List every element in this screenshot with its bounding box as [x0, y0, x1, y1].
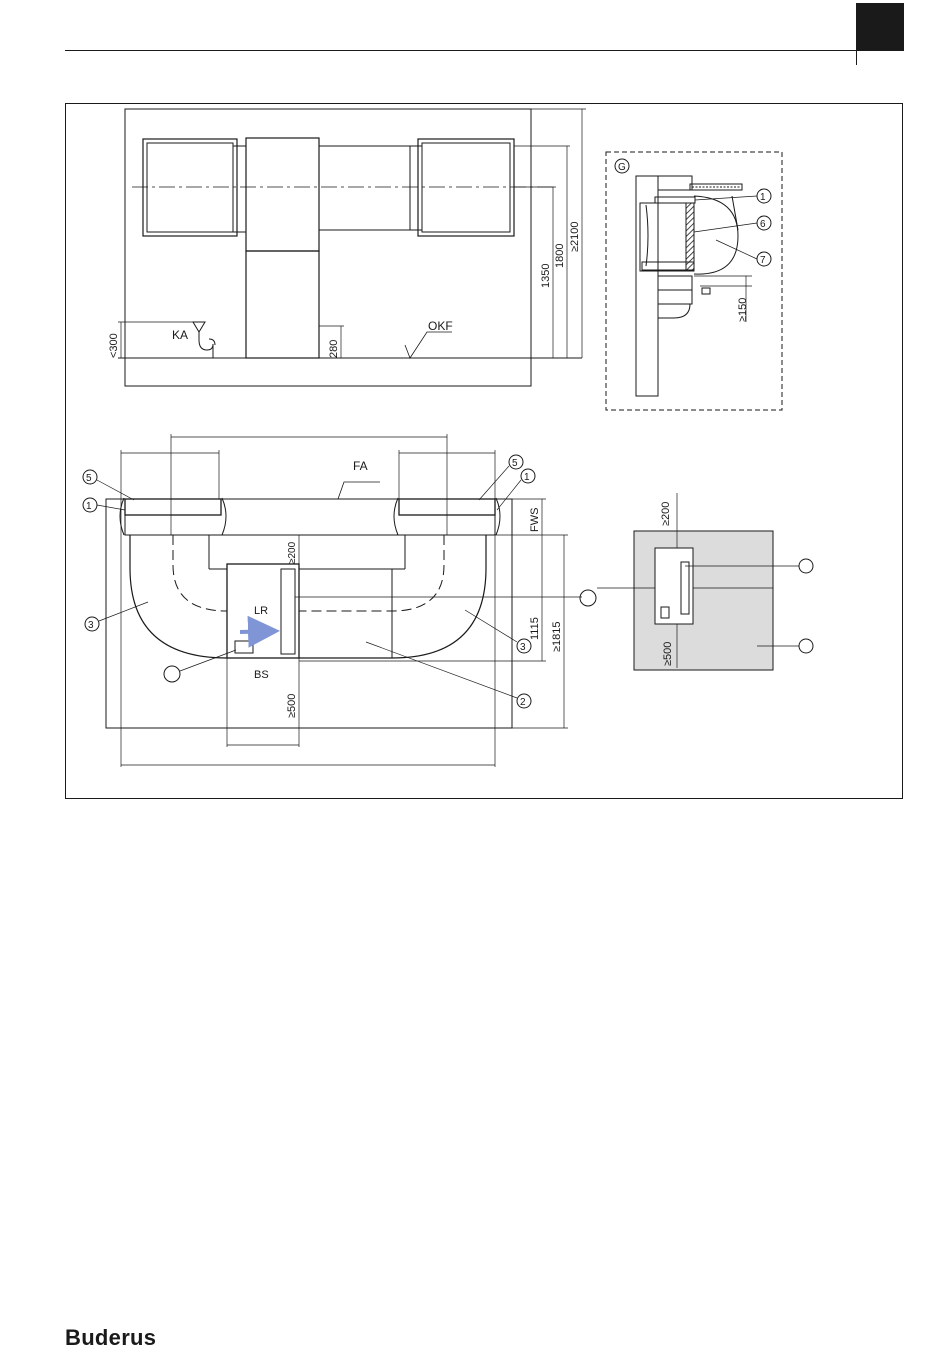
callout-blank-right [580, 590, 596, 606]
dim-ge200-small: ≥200 [660, 502, 672, 526]
plan-unit-panel [281, 569, 295, 654]
frame-part-1 [655, 197, 695, 203]
label-g: G [618, 162, 626, 173]
duct-bend-left [130, 535, 227, 658]
ka-label: KA [172, 328, 188, 342]
callout-7: 7 [760, 255, 766, 266]
duct-connector [319, 146, 422, 230]
callout-1-right: 1 [524, 472, 530, 483]
duct-bend-7 [694, 196, 738, 274]
callout-5-right: 5 [512, 458, 518, 469]
dim-lt300: <300 [108, 333, 120, 358]
unit-upper [246, 138, 319, 251]
dim-ge500-plan: ≥500 [286, 694, 298, 718]
callout-6: 6 [760, 219, 766, 230]
callout-2: 2 [520, 697, 526, 708]
callout-1-detail: 1 [760, 192, 766, 203]
callout-1-left: 1 [86, 501, 92, 512]
drain-funnel [193, 322, 205, 332]
elevation-view [118, 109, 586, 386]
wall-section [636, 176, 658, 396]
duct-frame-right [418, 139, 514, 236]
dim-ge1815: ≥1815 [551, 621, 563, 652]
drain-siphon [199, 332, 213, 358]
callout-blank-small-1 [799, 559, 813, 573]
duct-frame-left [143, 139, 237, 236]
okf-label: OKF [428, 319, 453, 333]
callout-3-left: 3 [88, 620, 94, 631]
dim-ge150: ≥150 [737, 298, 749, 322]
buderus-logo: Buderus [65, 1325, 156, 1351]
clearance-plan [597, 493, 813, 670]
callout-3-right: 3 [520, 642, 526, 653]
plan-unit-control [235, 641, 253, 653]
duct-frame-left-inner [147, 143, 233, 232]
duct-frame-right-inner [422, 143, 510, 232]
callout-blank-plan [164, 666, 180, 682]
dim-ge2100: ≥2100 [569, 221, 581, 252]
insulation-6 [686, 203, 694, 271]
fws-label: FWS [529, 508, 541, 532]
okf-leader [405, 332, 452, 358]
callout-5-left: 5 [86, 473, 92, 484]
airflow-arrow [240, 631, 276, 632]
plan-room-outline [106, 499, 512, 728]
detail-g-frame [606, 152, 782, 410]
callout-blank-small-2 [799, 639, 813, 653]
duct-opening-left [125, 499, 221, 515]
unit-lower [246, 251, 319, 358]
plan-view [83, 434, 596, 767]
dim-1115: 1115 [529, 617, 541, 640]
detail-g [606, 152, 782, 410]
lr-label: LR [254, 605, 268, 617]
duct-collar-left [233, 146, 246, 232]
dim-ge200-plan: ≥200 [287, 541, 298, 564]
dim-280: 280 [328, 340, 340, 358]
bs-label: BS [254, 669, 269, 681]
dim-1350: 1350 [540, 264, 552, 288]
dim-ge500-small: ≥500 [662, 642, 674, 666]
fa-label: FA [353, 459, 368, 473]
dim-1800: 1800 [554, 244, 566, 268]
